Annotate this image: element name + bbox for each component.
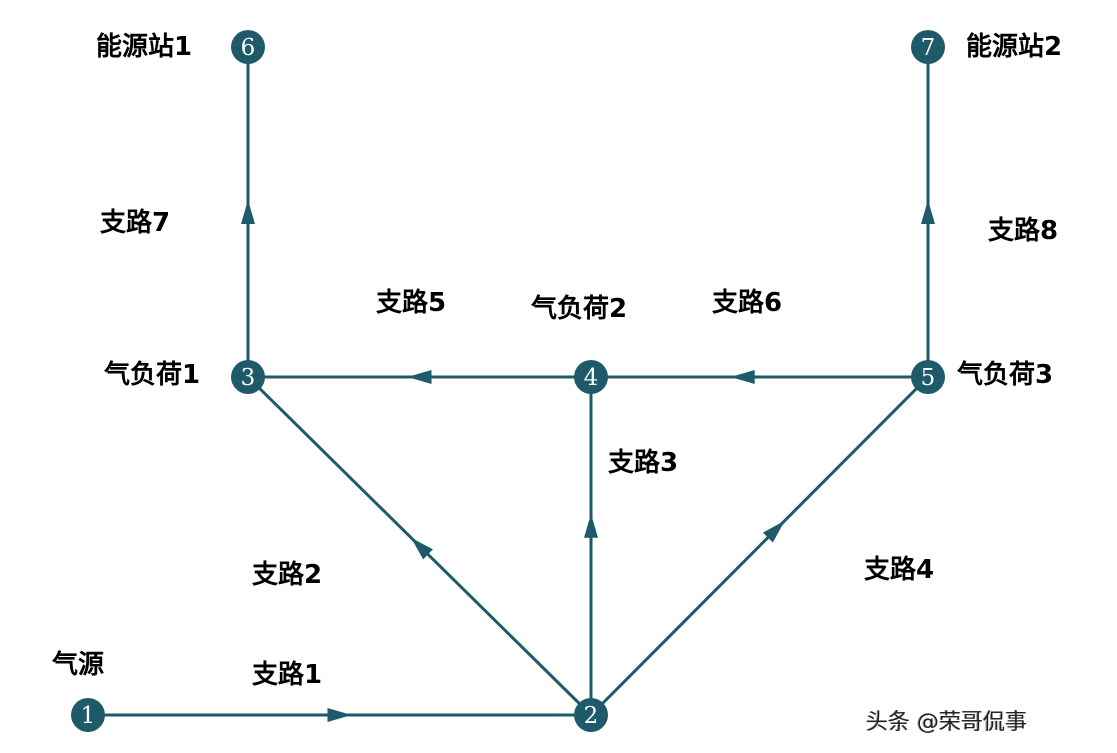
node-number: 6 [241, 35, 256, 61]
node-7 [911, 30, 945, 64]
label-energy-station-1: 能源站1 [96, 32, 193, 62]
label-branch-5: 支路5 [376, 288, 447, 318]
node-3 [231, 360, 265, 394]
arrow-icon [241, 200, 255, 224]
arrow-icon [327, 708, 352, 722]
node-5 [911, 360, 945, 394]
label-branch-6: 支路6 [712, 288, 783, 318]
node-4 [574, 360, 608, 394]
label-gas-load-2: 气负荷2 [531, 294, 628, 324]
watermark: 头条 @荣哥侃事 [866, 710, 1027, 735]
arrow-icon [407, 370, 432, 384]
label-branch-1: 支路1 [252, 660, 323, 690]
node-2 [574, 698, 608, 732]
label-branch-3: 支路3 [608, 448, 679, 478]
node-6 [231, 30, 265, 64]
edge-2-5 [589, 375, 930, 717]
arrow-icon [584, 513, 598, 538]
node-number: 2 [584, 703, 599, 729]
arrow-icon [410, 537, 433, 560]
arrow-icon [730, 370, 755, 384]
arrow-icon [921, 200, 935, 224]
label-gas-load-3: 气负荷3 [957, 360, 1054, 390]
node-number: 1 [81, 703, 96, 729]
node-number: 5 [921, 365, 936, 391]
arrow-icon [762, 520, 785, 543]
node-number: 7 [921, 35, 936, 61]
node-number: 3 [241, 365, 256, 391]
node-number: 4 [584, 365, 599, 391]
label-branch-8: 支路8 [988, 216, 1059, 246]
label-gas-load-1: 气负荷1 [104, 360, 201, 390]
label-branch-4: 支路4 [864, 555, 935, 585]
label-energy-station-2: 能源站2 [966, 32, 1063, 62]
label-gas-source: 气源 [52, 650, 105, 680]
node-1 [71, 698, 105, 732]
label-branch-7: 支路7 [100, 208, 171, 238]
label-branch-2: 支路2 [252, 560, 323, 590]
